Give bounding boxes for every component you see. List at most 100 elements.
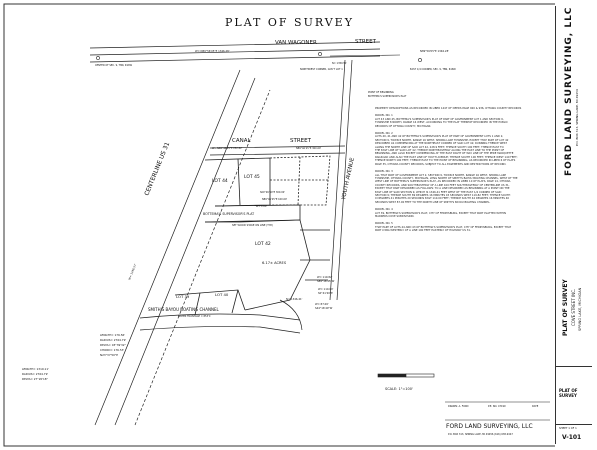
northwest-corner-label: NORTHWEST CORNER, GOV'T LOT 1 — [300, 68, 343, 71]
parcel3-line: EAST LINE OF SAID SECTION 9, WHICH IS 13… — [375, 190, 502, 194]
parcel3-line: SECTION 9; THENCE SOUTH 89 DEGREES 16 MI… — [375, 193, 511, 197]
parcel3-line: 0 DEGREES 41 MINUTES 20 SECONDS EAST 110… — [375, 197, 510, 201]
survey-drawing: VAN WAGONER STREET W= N89°56'05"E 1346.2… — [3, 3, 555, 447]
client-label: COVE STREET INC. — [571, 288, 576, 326]
parcel3-line: EXCEPT THAT PART DESCRIBED AS FOLLOWS: T… — [375, 187, 510, 191]
bearing-8: W= 119.82' — [317, 275, 333, 279]
curve2-radius: RADIUS= 2764.79' — [22, 372, 48, 376]
plat-of-survey-label: PLAT OF SURVEY — [562, 279, 569, 336]
channel-label: SMITH'S BAYOU BOATING CHANNEL — [148, 307, 219, 312]
parcel4-line: LOT 39, BOTTEMA'S SUPERVISOR'S PLAT, CIT… — [375, 211, 507, 215]
parcel2-line: ALONG THE NORTH LINE OF SAID LOT 42, 228… — [375, 145, 504, 149]
curve-data-1: LENGTH= 176.56' RADIUS= 2764.79' DELTA= … — [100, 333, 127, 357]
centerline-label: CENTERLINE US 31 — [143, 141, 171, 197]
parcel2-heading: PARCEL NO. 2 — [375, 132, 393, 136]
bearing-9: S89°16'45"W — [317, 279, 335, 283]
curve2-delta: DELTA= 27°20'18" — [22, 377, 49, 381]
scale-bar — [377, 373, 435, 378]
parcel3-line: COUNTY RECORDS, AND SOUTHEASTERLY OF A L… — [375, 183, 510, 187]
bearing-6: N89°46'25"E 100.00' — [262, 198, 288, 201]
curve2-length: LENGTH= 1319.11' — [22, 367, 49, 371]
parcel2-line: THENCE NORTH 100 FEET; THENCE EAST TO TH… — [375, 159, 516, 163]
center-corner-label: CENTER OF SEC. 9, T8N, R16W — [95, 64, 133, 67]
bearing-4: N89°46'25"E 300.00' — [296, 147, 322, 150]
bearing-15: W= 1396.57' — [127, 263, 137, 281]
bearing-11: S0°41'20"E — [318, 291, 333, 295]
youth-avenue-lines — [329, 59, 353, 301]
acres-label: 6.17± ACRES — [262, 261, 287, 265]
surveyor-name: FORD LAND SURVEYING, LLC — [446, 423, 533, 430]
supervisors-plat-label: BOTTEMA'S SUPERVISOR'S PLAT — [203, 212, 254, 216]
curve-data-2: LENGTH= 1319.11' RADIUS= 2764.79' DELTA=… — [22, 367, 49, 381]
sheet-border — [3, 3, 555, 447]
parcel3-line: WEST LINE OF BOTTEMA'S SUPERVISOR'S PLAT… — [375, 180, 511, 184]
curve1-chord: CHORD= 176.53' — [100, 348, 124, 352]
curve1-bearing: N23°37'50"E — [100, 353, 118, 357]
channel-lines — [139, 299, 303, 334]
company-title: FORD LAND SURVEYING, LLC — [564, 6, 574, 176]
plat-title: PLAT OF SURVEY — [225, 16, 354, 29]
surveyor-address: P.O. BOX 313, SPRING LAKE, MI 49456 (616… — [448, 433, 513, 436]
parcel1-line: RECORDS OF OTTAWA COUNTY, MICHIGAN. — [375, 124, 432, 128]
scale-label: SCALE: 1"=100' — [385, 387, 413, 391]
curve1-length: LENGTH= 176.56' — [100, 333, 125, 337]
parcel2-line: THE EAST LINE OF SAID LOT 42; THENCE NOR… — [375, 149, 505, 153]
curve1-radius: RADIUS= 2764.79' — [100, 338, 126, 342]
sheet-number: V-101 — [562, 434, 582, 441]
survey-stake-label: SET WOOD STAKE ON LINE (TYP.) — [232, 223, 273, 227]
bearing-10: W= 110.00' — [318, 287, 334, 291]
us31-lines — [94, 69, 271, 426]
canal-street-lines — [209, 145, 346, 156]
bearing-14: N= 1350.51' — [332, 62, 347, 65]
parcel1-line: LOT 43 AND 45, BOTTEMA'S SUPERVISOR'S PL… — [375, 117, 504, 121]
bearing-7: W= 1.00' — [256, 205, 267, 208]
van-wagoner-street-label: STREET — [355, 39, 377, 45]
lot44-label: LOT 44 — [212, 178, 228, 184]
date-label: DATE — [532, 405, 539, 408]
parcel5-line: THAT PART OF LOTS 44 AND 43 OF BOTTEMA'S… — [375, 225, 512, 229]
parcel2-line: LOTS 40, 41 AND 42 OF BOTTEMA'S SUPERVIS… — [375, 135, 504, 139]
van-wagoner-label: VAN WAGONER — [275, 40, 317, 46]
pe-number: P.E. NO. 47199 — [488, 405, 506, 408]
parcel1-heading: PARCEL NO. 1 — [375, 114, 393, 118]
parcel2-line: PAGE 35, OTTAWA COUNTY RECORDS, SUBJECT … — [375, 162, 507, 166]
lot42-label: LOT 42 — [255, 241, 271, 247]
canal-label: CANAL — [232, 138, 251, 144]
lot45-label: LOT 45 — [244, 174, 260, 180]
bearing-1: W= N89°56'05"E 1346.28' — [195, 49, 230, 53]
parcel2-line: SECTION 9, TOWN 8 NORTH, RANGE 16 WEST, … — [375, 138, 509, 142]
parcel3-line: ALL THAT PART OF GOVERNMENT LOT 2, SECTI… — [375, 173, 507, 177]
curve1-delta: DELTA= 03°39'32" — [100, 343, 127, 347]
parcel4-heading: PARCEL NO. 4 — [375, 208, 393, 212]
drawn-by: DRAWN: A. FORD — [448, 405, 469, 408]
parcel1-line: TOWNSHIP 8 NORTH, RANGE 16 WEST, ACCORDI… — [375, 121, 508, 125]
parcel3-heading: PARCEL NO. 3 — [375, 170, 393, 174]
surveyor-block — [445, 401, 550, 421]
company-subtitle: P.O. BOX 313, SPRING LAKE, MI 49456 — [575, 89, 579, 146]
bearing-2: N89°56'05"E 1346.28' — [420, 49, 449, 53]
van-wagoner-street-lines — [89, 41, 381, 63]
parcel3-line: TOWNSHIP, OTTAWA COUNTY, MICHIGAN, LYING… — [375, 176, 518, 180]
lot39-label: LOT 39 — [176, 294, 190, 299]
lot-boundaries — [174, 155, 331, 316]
title-block: FORD LAND SURVEYING, LLC P.O. BOX 313, S… — [555, 6, 592, 444]
location-label: SPRING LAKE, MICHIGAN — [578, 287, 582, 331]
description-intro: PROPERTY DESCRIPTIONS AS RECORDED IN LIB… — [375, 107, 522, 110]
sheet-count: SHEET 1 OF 1 — [559, 427, 577, 430]
beginning-label: POINT OF BEGINNING — [368, 91, 394, 94]
bearing-5: S00°26'44"E 300.00' — [260, 191, 285, 194]
parcel5-heading: PARCEL NO. 5 — [375, 222, 393, 226]
bearing-13: S44°16'40"W — [315, 306, 333, 310]
sheet-divider — [556, 424, 592, 425]
sheet-title: PLAT OF SURVEY — [559, 388, 578, 398]
youth-avenue-label: YOUTH AVENUE — [341, 157, 356, 202]
corner-markers — [96, 52, 422, 62]
bearing-3: W= N89°46'25"E 252.82' — [212, 147, 243, 150]
lot40-label: LOT 40 — [215, 292, 229, 297]
canal-street-label: STREET — [290, 138, 312, 144]
parcel2-line: RAILROAD AND ALSO THE EAST LINE OF YOUTH… — [375, 155, 518, 159]
property-descriptions: PROPERTY DESCRIPTIONS AS RECORDED IN LIB… — [375, 107, 545, 233]
title-divider — [556, 366, 592, 367]
parcel5-line: PART LYING WESTERLY OF A LINE 100 FEET E… — [375, 229, 471, 233]
